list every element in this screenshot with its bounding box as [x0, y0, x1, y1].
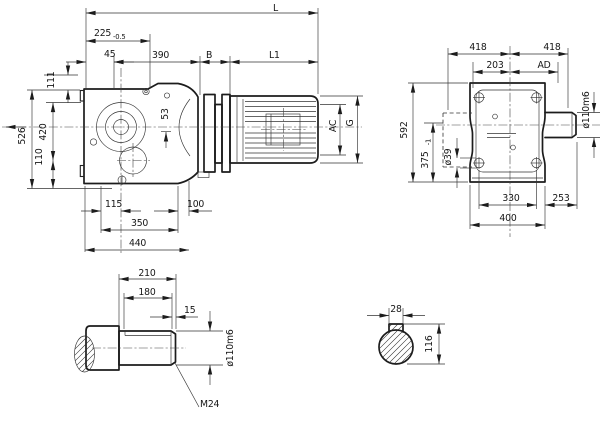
hidden-input-side — [442, 112, 472, 168]
dim-45-label: 45 — [104, 49, 116, 60]
dim-418-right-label: 418 — [543, 42, 560, 53]
dim-116-label: 116 — [424, 335, 435, 352]
mounting-bolt-holes — [473, 91, 543, 169]
dim-28-label: 28 — [390, 304, 402, 315]
shaft-detail-dimensions: 210 180 15 ø110m6 M24 — [118, 268, 236, 410]
front-shaft-diameter-label: ø110m6 — [581, 91, 592, 128]
dim-53-label: 53 — [160, 108, 171, 120]
dim-375-label: 375 — [420, 151, 431, 168]
dim-G-label: G — [345, 119, 356, 126]
dim-110-label: 110 — [34, 148, 45, 165]
dim-420-label: 420 — [38, 123, 49, 140]
dim-418-left-label: 418 — [469, 42, 486, 53]
key-section: 28 116 — [367, 304, 445, 365]
dim-15-label: 15 — [184, 305, 196, 316]
dim-330-label: 330 — [502, 193, 519, 204]
dim-400-label: 400 — [499, 213, 516, 224]
key-section-geometry — [378, 323, 414, 365]
side-view-housing — [79, 82, 210, 185]
side-view-centerlines — [2, 68, 362, 253]
dim-AD-label: AD — [537, 60, 550, 71]
shaft-detail-geometry — [74, 325, 186, 373]
front-view-dimensions: 418 418 203 AD ø110m6 592 375 -1 — [399, 42, 600, 229]
dim-115-label: 115 — [105, 199, 122, 210]
front-view-housing — [442, 82, 577, 183]
front-view: 418 418 203 AD ø110m6 592 375 -1 — [399, 42, 600, 237]
dim-111-label: 111 — [46, 71, 57, 88]
dim-253-label: 253 — [552, 193, 569, 204]
dim-225-tolerance: -0.5 — [113, 33, 125, 41]
dim-B-label: B — [206, 50, 212, 61]
dim-225-label: 225 — [94, 28, 111, 39]
dim-hole-diameter-label: ø39 — [443, 148, 454, 165]
dim-100-label: 100 — [187, 199, 204, 210]
detail-shaft-diameter-label: ø110m6 — [225, 329, 236, 366]
dim-375-tolerance: -1 — [425, 139, 433, 145]
dim-L1-label: L1 — [269, 50, 280, 61]
dim-440-label: 440 — [129, 238, 146, 249]
dim-180-label: 180 — [138, 287, 155, 298]
side-view-dimensions: L 225 -0.5 45 390 B L1 526 420 — [17, 3, 363, 253]
output-shaft — [544, 111, 577, 139]
side-view: L 225 -0.5 45 390 B L1 526 420 — [2, 3, 363, 253]
dim-526-label: 526 — [17, 127, 28, 144]
shaft-detail: 210 180 15 ø110m6 M24 — [74, 268, 236, 410]
thread-size-label: M24 — [200, 399, 220, 410]
dim-390-label: 390 — [152, 50, 169, 61]
dim-350-label: 350 — [131, 218, 148, 229]
motor-fins — [245, 101, 316, 159]
front-view-centerlines — [436, 46, 600, 237]
key-section-dimensions: 28 116 — [367, 304, 445, 365]
side-view-motor — [203, 93, 319, 173]
section-hatching — [379, 324, 413, 364]
dim-AC-label: AC — [328, 120, 339, 132]
dim-203-label: 203 — [486, 60, 503, 71]
dim-L-label: L — [273, 3, 279, 14]
break-section — [74, 335, 95, 373]
dim-592-label: 592 — [399, 121, 410, 138]
dim-210-label: 210 — [138, 268, 155, 279]
